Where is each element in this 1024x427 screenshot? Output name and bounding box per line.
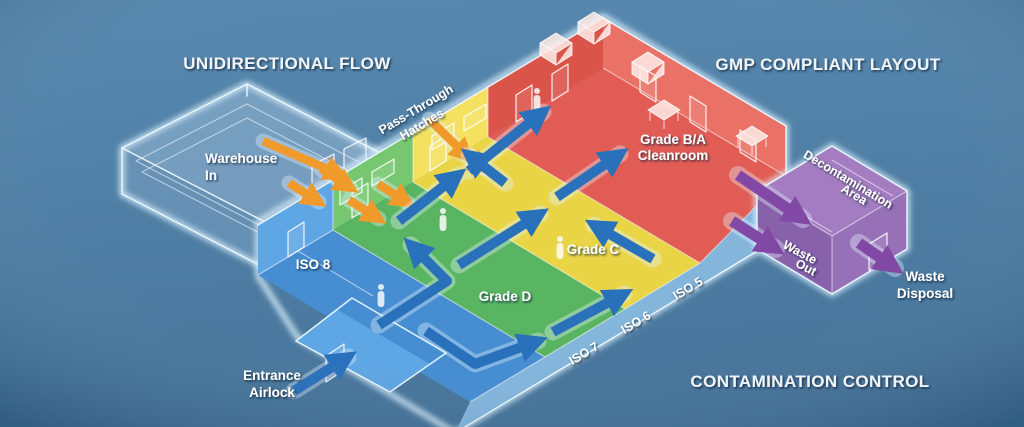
label-waste-disposal-line2: Disposal — [897, 286, 953, 301]
label-waste-disposal-line1: Waste — [905, 269, 945, 284]
label-entrance-airlock-line2: Airlock — [249, 385, 295, 400]
label-iso8: ISO 8 — [296, 257, 331, 272]
label-grade-ba-line2: Cleanroom — [638, 148, 709, 163]
label-entrance-airlock-line1: Entrance — [243, 368, 301, 383]
title-contamination-control: CONTAMINATION CONTROL — [690, 372, 929, 391]
label-grade-ba-line1: Grade B/A — [640, 132, 706, 147]
label-grade-d: Grade D — [479, 289, 532, 304]
label-warehouse-in-line1: Warehouse — [205, 151, 278, 166]
label-grade-c: Grade C — [567, 242, 620, 257]
title-unidirectional-flow: UNIDIRECTIONAL FLOW — [183, 54, 391, 73]
label-warehouse-in-line2: In — [205, 168, 217, 183]
title-gmp-compliant-layout: GMP COMPLIANT LAYOUT — [715, 55, 940, 74]
